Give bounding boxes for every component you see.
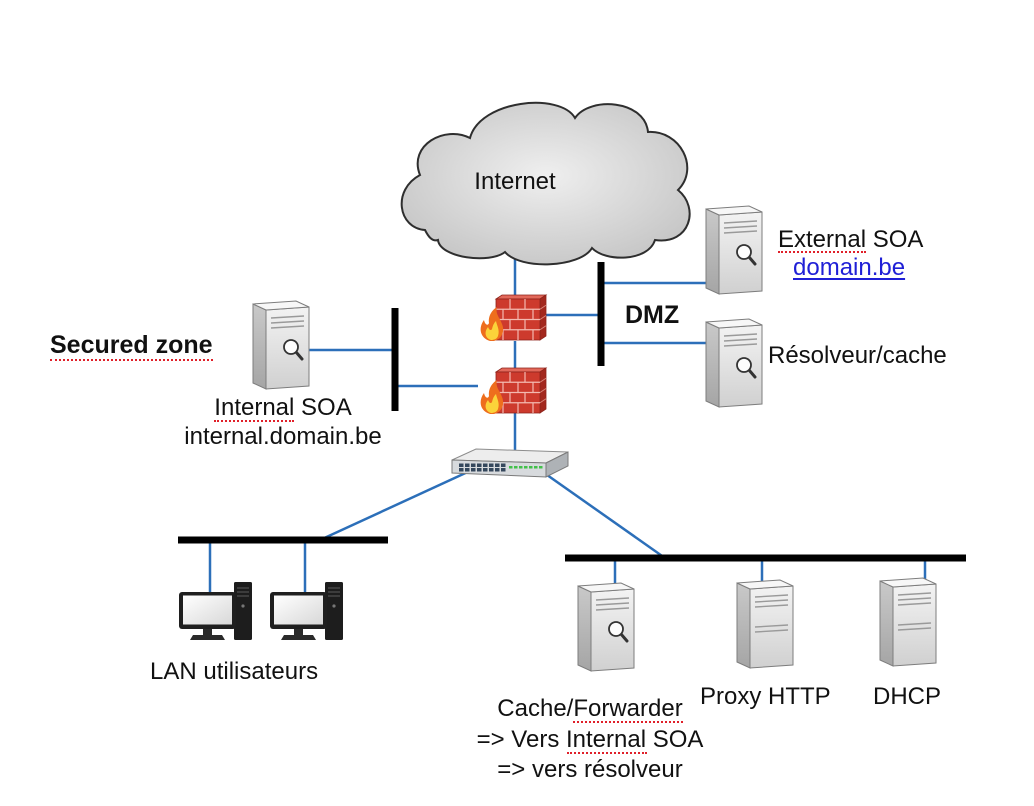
proxy-server-icon — [736, 579, 794, 669]
inner-firewall-icon — [480, 367, 547, 415]
cloud-icon — [400, 101, 691, 266]
outer-firewall-icon — [480, 294, 547, 342]
link-switch-server-segment — [539, 468, 666, 560]
network-links — [208, 258, 927, 593]
internal-soa-domain: internal.domain.be — [184, 423, 382, 450]
spellcheck-underline — [567, 752, 647, 754]
external-soa-label: External SOA — [778, 226, 924, 253]
spellcheck-underline — [573, 721, 683, 723]
resolver-server-icon — [705, 317, 763, 408]
external-soa-server-icon — [705, 204, 763, 295]
resolver-label: Résolveur/cache — [768, 342, 947, 369]
dhcp-label: DHCP — [873, 683, 942, 710]
link-switch-lan — [319, 468, 473, 542]
desktop-computer-icon — [179, 582, 253, 641]
desktop-computer-icon — [270, 582, 344, 641]
cache-forwarder-label: Cache/Forwarder — [497, 695, 683, 722]
secured-zone-label: Secured zone — [50, 331, 213, 359]
proxy-label: Proxy HTTP — [700, 683, 831, 710]
network-switch-icon — [451, 448, 569, 478]
lan-label: LAN utilisateurs — [150, 658, 319, 685]
dmz-label: DMZ — [625, 301, 680, 329]
external-soa-domain: domain.be — [793, 256, 905, 280]
spellcheck-underline — [214, 420, 294, 422]
cache-forwarder-note: => Vers Internal SOA — [476, 726, 704, 753]
dhcp-server-icon — [879, 577, 937, 667]
cache-forwarder-server-icon — [577, 581, 635, 672]
internet-label: Internet — [474, 168, 556, 195]
internal-soa-server-icon — [252, 299, 310, 390]
domain-link[interactable]: domain.be — [793, 254, 906, 281]
spellcheck-underline — [778, 251, 866, 253]
spellcheck-underline — [50, 359, 213, 361]
internal-soa-label: Internal SOA — [214, 394, 352, 421]
cache-forwarder-note: => vers résolveur — [497, 756, 683, 783]
